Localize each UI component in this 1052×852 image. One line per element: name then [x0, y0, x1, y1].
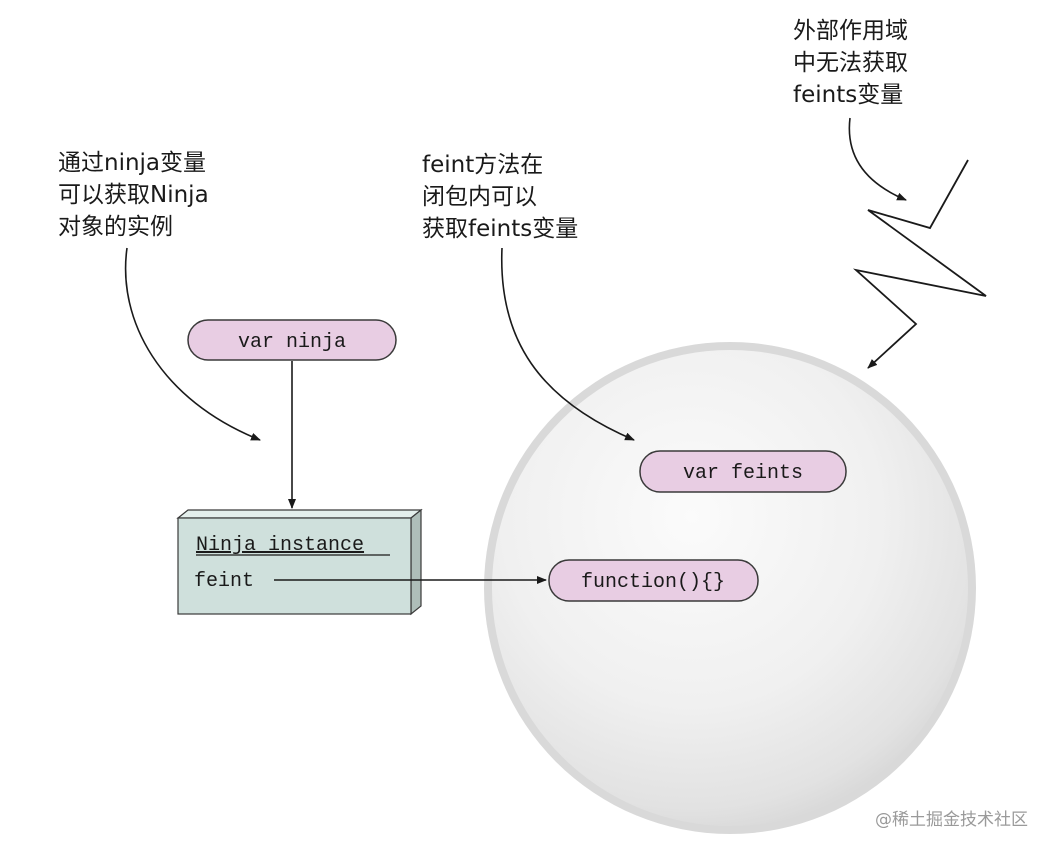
- var-ninja-node: var ninja: [187, 319, 397, 361]
- instance-property-feint: feint: [194, 570, 254, 593]
- annotation-line: 外部作用域: [793, 18, 908, 44]
- var-feints-pill: [639, 450, 847, 493]
- annotation-outer-scope: 外部作用域 中无法获取 feints变量: [793, 18, 915, 108]
- annotation-ninja-variable: 通过ninja变量 可以获取Ninja 对象的实例: [58, 150, 216, 240]
- annotation-line: feints变量: [793, 82, 903, 108]
- function-label: function(){}: [581, 571, 725, 594]
- annotation-line: 对象的实例: [58, 214, 173, 240]
- ninja-instance-box: Ninja instance feint: [176, 508, 423, 616]
- box-side-face: [410, 508, 422, 616]
- pointer-outer-annotation: [848, 117, 907, 201]
- var-ninja-pill: [187, 319, 397, 361]
- annotation-feint-closure: feint方法在 闭包内可以 获取feints变量: [422, 152, 578, 242]
- var-ninja-label: var ninja: [238, 331, 346, 354]
- annotation-line: 通过ninja变量: [58, 150, 206, 176]
- pointer-feint-annotation: [500, 247, 635, 441]
- annotation-line: 获取feints变量: [422, 216, 578, 242]
- annotation-line: 中无法获取: [793, 50, 908, 76]
- annotation-line: 闭包内可以: [422, 184, 537, 210]
- box-top-face: [176, 509, 423, 519]
- watermark-text: @稀土掘金技术社区: [875, 810, 1028, 830]
- blocked-access-zigzag: [852, 159, 987, 369]
- annotation-line: 可以获取Ninja: [58, 182, 209, 208]
- instance-title: Ninja instance: [196, 534, 364, 557]
- annotation-line: feint方法在: [422, 152, 543, 178]
- var-feints-node: var feints: [639, 450, 847, 493]
- function-node: function(){}: [548, 559, 759, 602]
- pointer-ninja-annotation: [124, 247, 261, 441]
- var-feints-label: var feints: [683, 462, 803, 485]
- box-front-face: [177, 517, 412, 615]
- function-pill: [548, 559, 759, 602]
